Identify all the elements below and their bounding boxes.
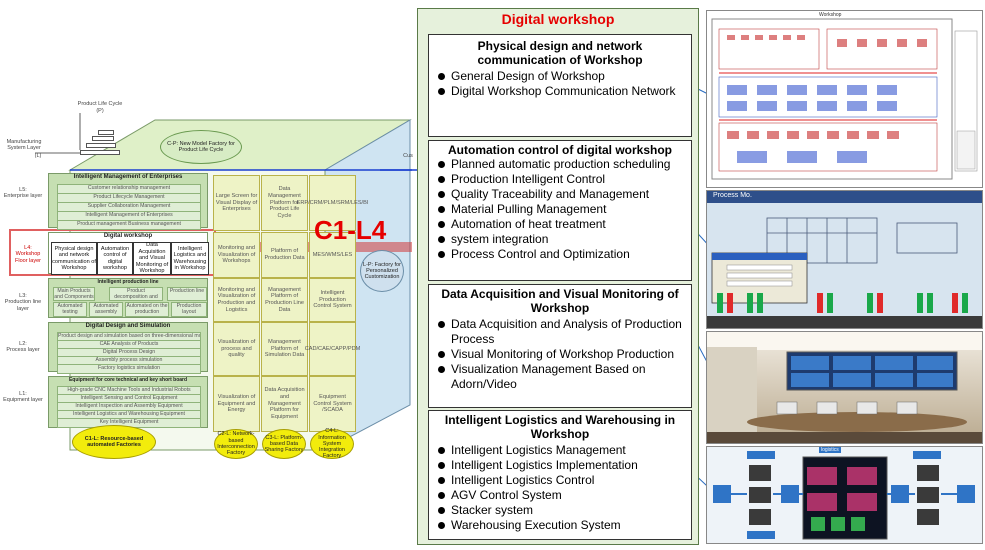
band-l3-title: Intelligent production line (97, 279, 159, 285)
col-a-cell: Monitoring and Visualization of Producti… (213, 278, 260, 322)
section-title: Data Acquisition and Visual Monitoring o… (441, 287, 679, 315)
list-item: Material Pulling Management (437, 202, 691, 217)
screen-diagram (707, 203, 982, 328)
section-title: Intelligent Logistics and Warehousing in… (444, 413, 676, 441)
layer-l3: L3:Production line layer (4, 293, 42, 312)
col-c-cell: CAD/CAE/CAPP/PDM (305, 322, 360, 376)
col-a-cell: Monitoring and Visualization of Workshop… (213, 232, 260, 278)
axis-l: (L) (34, 153, 42, 159)
col-a-cell: Large Screen for Visual Display of Enter… (213, 175, 260, 231)
layer-l5: L5:Enterprise layer (3, 187, 43, 200)
list-item: Stacker system (437, 503, 691, 518)
band-l5-row: Product management Business management (57, 220, 201, 230)
list-item: Intelligent Logistics Control (437, 473, 691, 488)
band-l2-row: Factory logistics simulation (57, 364, 201, 374)
band-l4: Digital workshop Physical design and net… (48, 232, 209, 275)
col-b-cell: Data Management Platform for Product Lif… (261, 175, 308, 231)
col-c-cell: MES/WMS/LES (309, 232, 356, 278)
col-c-cell: Intelligent Production Control System (309, 278, 356, 322)
lp-ellipse: L-P: Factory for Personalized Customizat… (360, 250, 404, 292)
monitoring-room-image (706, 331, 983, 444)
band-l3-box: Product decomposition and structure (109, 287, 163, 301)
c3-ellipse: C3-L: Platform-based Data Sharing Factor… (262, 429, 306, 459)
control-screen-image: Process Mo. (706, 190, 983, 329)
list-item: Visual Monitoring of Workshop Production (437, 347, 691, 362)
list-item: system integration (437, 232, 691, 247)
axis-p: (P) (96, 108, 104, 114)
panel-title: Digital workshop (501, 11, 615, 27)
band-l3-box: Automated testing (53, 302, 87, 317)
cl-tag: Cus (403, 153, 413, 159)
col-c-cell: ERP/CRM/PLM/SRM/LES/BI (297, 175, 368, 231)
col-a-cell: Visualization of Equipment and Energy (213, 376, 260, 432)
band-l3-box: Production line (167, 287, 207, 301)
band-l5-title: Intelligent Management of Enterprises (73, 174, 183, 180)
layout-title: Workshop (819, 12, 842, 18)
col-c-cell: Equipment Control System /SCADA (309, 376, 356, 432)
band-l3-box: Automated assembly (89, 302, 123, 317)
framework-diagram: Product Life Cycle (P) Manufacturing Sys… (0, 95, 413, 465)
band-l3-box: Automated on the production (125, 302, 169, 317)
col-a-cell: Visualization of process and quality (213, 322, 260, 376)
logistics-flow (707, 447, 982, 543)
logistics-title: logistics (819, 447, 841, 453)
monitoring-room-render (707, 332, 982, 443)
band-l4-box: Automation control of digital workshop (97, 242, 133, 275)
layer-l1: L1:Equipment layer (3, 391, 43, 404)
list-item: Intelligent Logistics Management (437, 443, 691, 458)
col-b-cell: Management Platform of Simulation Data (261, 322, 308, 376)
band-l3-box: Main Products and Components (53, 287, 95, 301)
stair-steps (80, 130, 150, 170)
band-l4-box: Intelligent Logistics and Warehousing in… (171, 242, 209, 275)
logistics-diagram-image: logistics (706, 446, 983, 544)
screen-header (707, 191, 982, 203)
list-item: Intelligent Logistics Implementation (437, 458, 691, 473)
section-title: Automation control of digital workshop (448, 143, 672, 157)
section-physical-design: Physical design and network communicatio… (428, 34, 692, 137)
band-l2-title: Digital Design and Simulation (85, 323, 171, 329)
highlight-label: C1-L4 (314, 215, 387, 245)
c2-ellipse: C2-L: Network-based Interconnection Fact… (214, 429, 258, 459)
list-item: Production Intelligent Control (437, 172, 691, 187)
list-item: Visualization Management Based on Adorn/… (437, 362, 691, 392)
screen-title: Process Mo. (713, 192, 752, 199)
workshop-layout-image: Workshop (706, 10, 983, 188)
list-item: Data Acquisition and Analysis of Product… (437, 317, 691, 347)
c4-ellipse: C4-L: Information System Integration Fac… (310, 428, 354, 459)
list-item: Digital Workshop Communication Network (437, 84, 691, 99)
section-automation-control: Automation control of digital workshop P… (428, 140, 692, 281)
list-item: Automation of heat treatment (437, 217, 691, 232)
list-item: Warehousing Execution System (437, 518, 691, 533)
layer-l2: L2:Process layer (6, 341, 40, 354)
cad-drawing (711, 18, 978, 180)
col-b-cell: Management Platform of Production Line D… (261, 278, 308, 322)
axis-manufacturing-system: Manufacturing System Layer (6, 139, 42, 152)
digital-workshop-panel: Digital workshop Physical design and net… (417, 8, 699, 545)
band-l1-title: Equipment for core technical and key sho… (68, 377, 188, 383)
band-l3: Intelligent production line Main Product… (48, 278, 208, 318)
cl-ellipse: C1-L: Resource-based automated Factories (72, 425, 156, 459)
section-intelligent-logistics: Intelligent Logistics and Warehousing in… (428, 410, 692, 540)
section-data-acquisition: Data Acquisition and Visual Monitoring o… (428, 284, 692, 408)
col-b-cell: Platform of Production Data (261, 232, 308, 278)
axis-product-life-cycle: Product Life Cycle (77, 101, 123, 107)
cp-ellipse: C-P: New Model Factory for Product Life … (160, 130, 242, 164)
band-l5: Intelligent Management of Enterprises Cu… (48, 173, 208, 230)
list-item: Quality Traceability and Management (437, 187, 691, 202)
band-l2: Digital Design and Simulation Product de… (48, 322, 208, 374)
list-item: Planned automatic production scheduling (437, 157, 691, 172)
section-title: Physical design and network communicatio… (477, 39, 643, 67)
list-item: General Design of Workshop (437, 69, 691, 84)
band-l4-title: Digital workshop (103, 233, 153, 239)
list-item: AGV Control System (437, 488, 691, 503)
band-l3-box: Production layout (171, 302, 207, 317)
list-item: Process Control and Optimization (437, 247, 691, 262)
layer-l4: L4:Workshop Floor layer (15, 245, 41, 264)
band-l4-box: Physical design and network communicatio… (51, 242, 97, 275)
band-l4-box: Data Acquisition and Visual Monitoring o… (133, 242, 171, 275)
col-b-cell: Data Acquisition and Management Platform… (261, 376, 308, 432)
